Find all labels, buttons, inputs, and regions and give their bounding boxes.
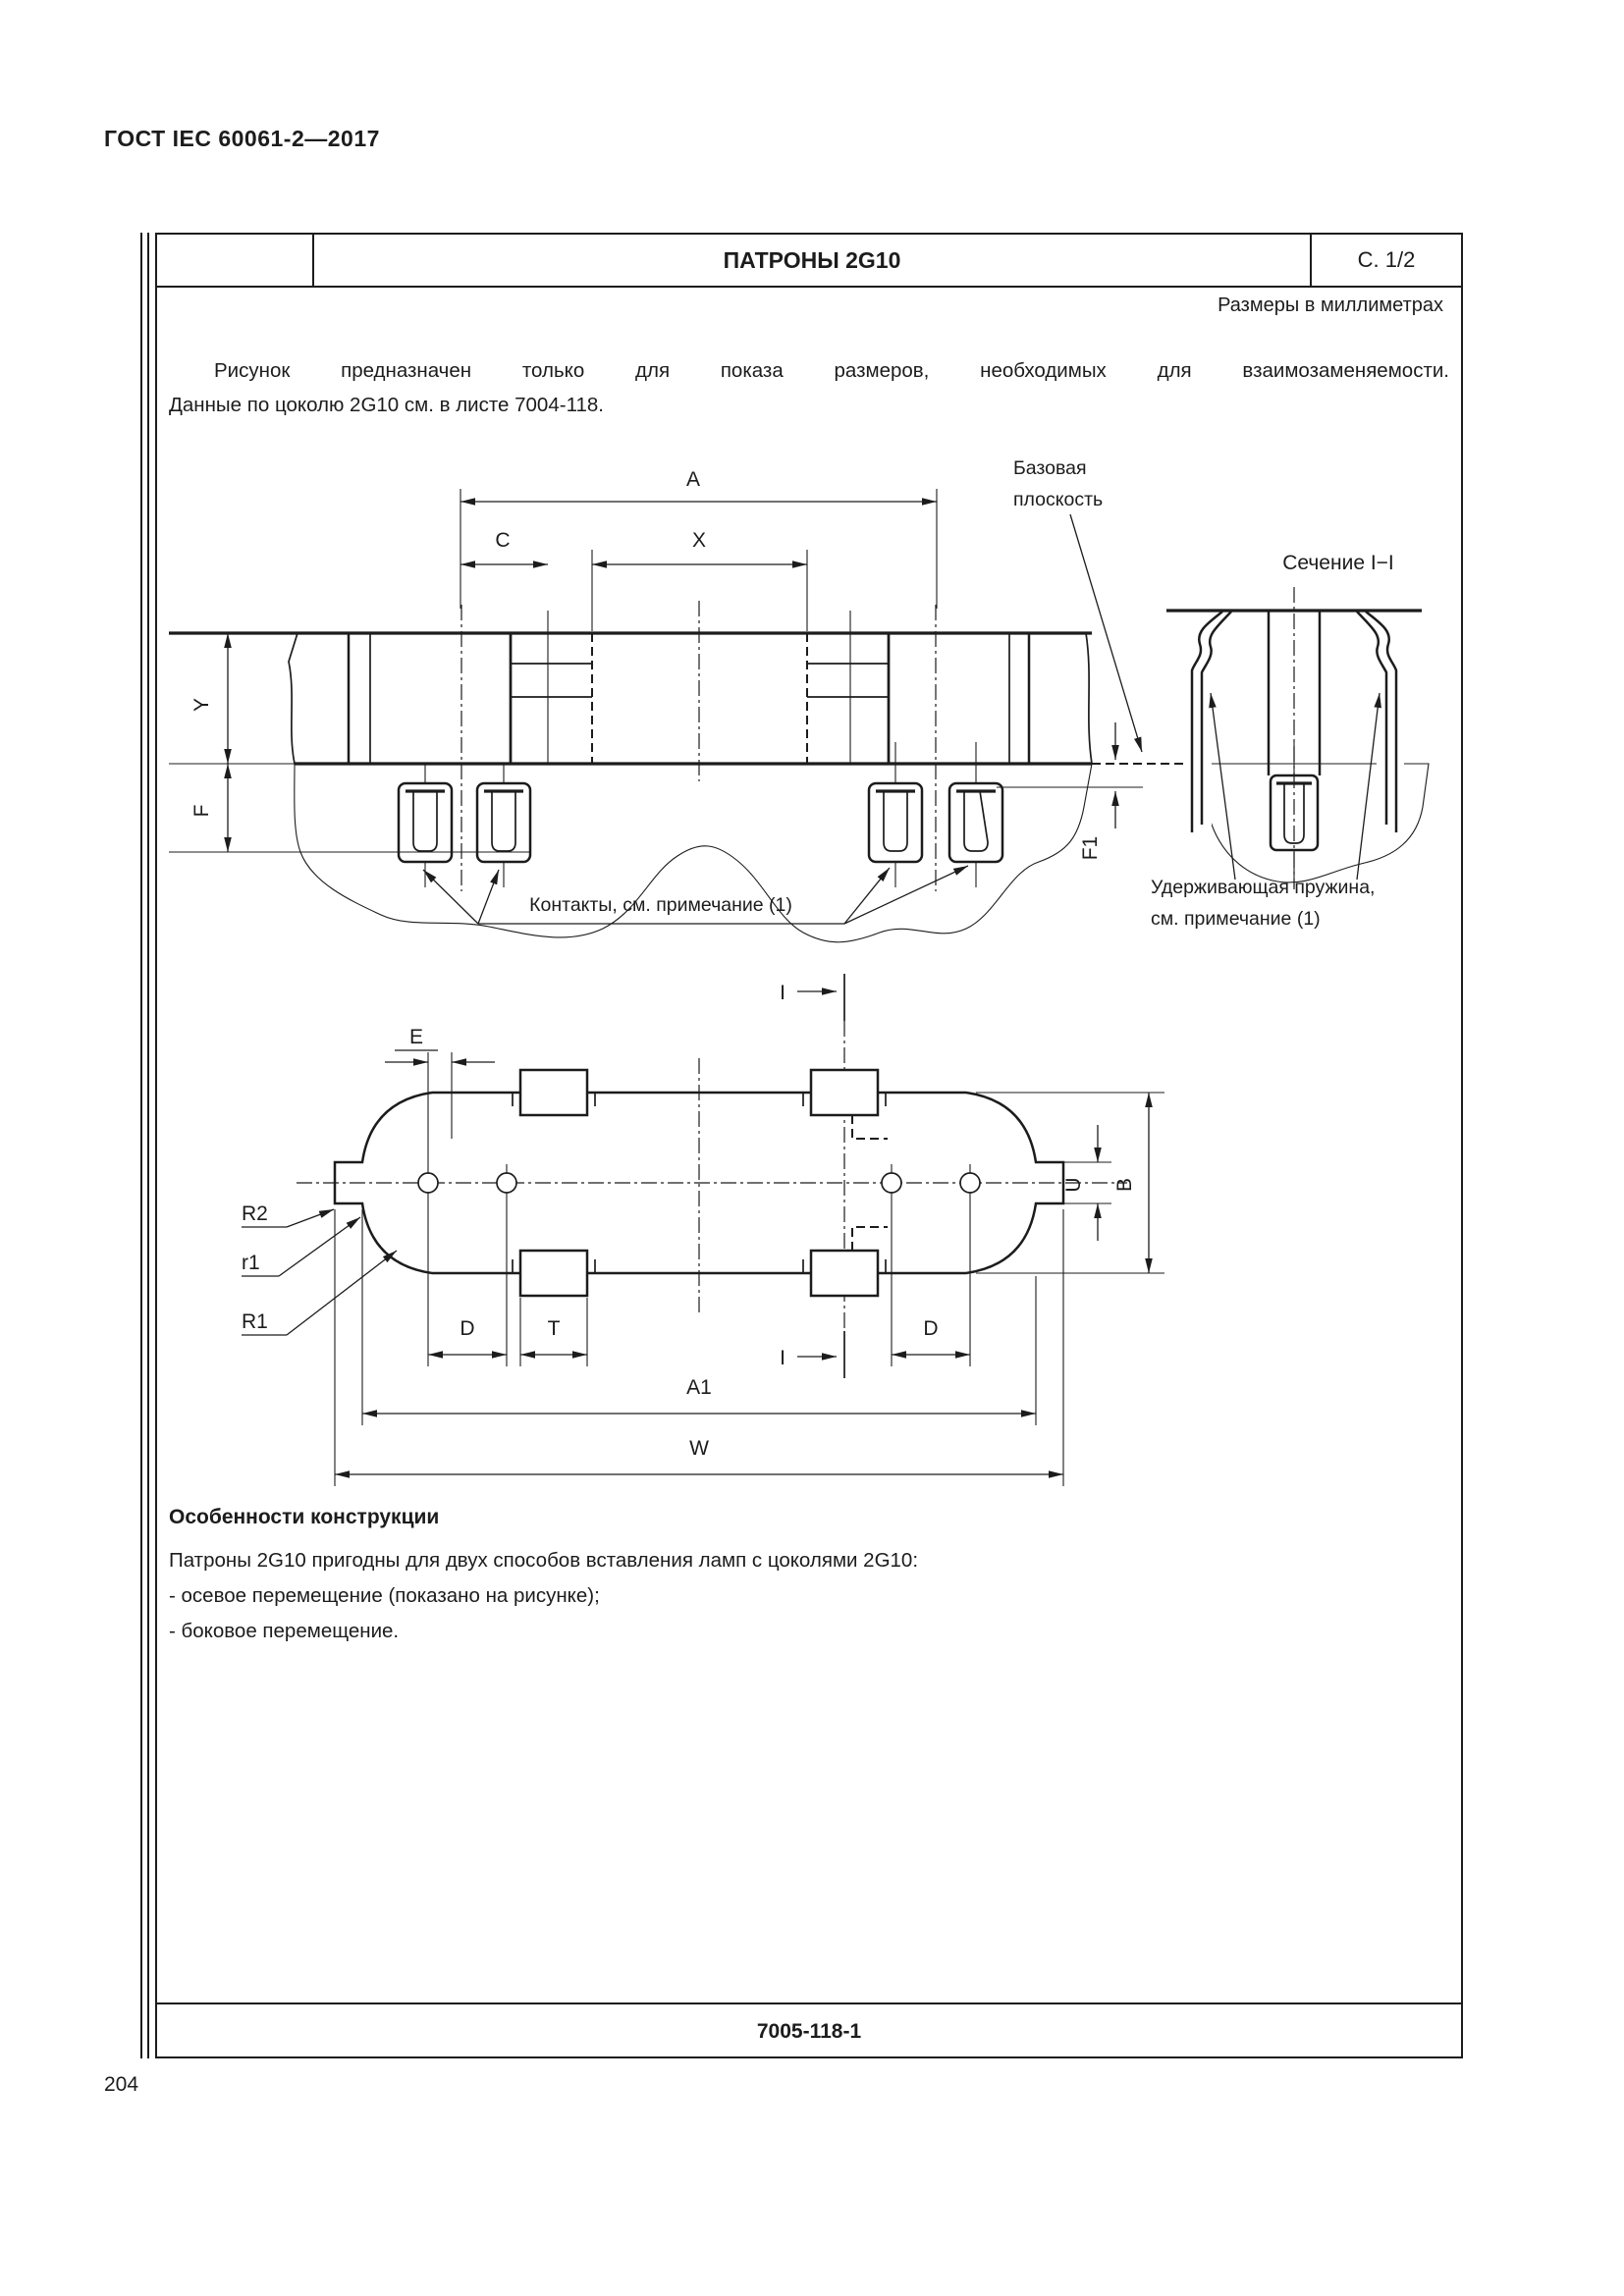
radius-callouts: R2 r1 R1	[242, 1202, 398, 1336]
dim-B: B	[976, 1092, 1164, 1274]
intro-line-1: Рисунок предназначен только для показа р…	[214, 359, 1449, 382]
dim-label-R1: R1	[242, 1310, 268, 1333]
dim-label-B: B	[1113, 1178, 1136, 1192]
dim-label-A: A	[686, 468, 700, 491]
dim-C: C	[460, 529, 548, 568]
dim-X: X	[591, 529, 808, 631]
dim-label-C: C	[495, 529, 510, 552]
dim-label-X: X	[692, 529, 706, 552]
dim-T: T	[519, 1298, 588, 1366]
dim-label-R2: R2	[242, 1202, 268, 1225]
spring-callout: Удерживающая пружина, см. примечание (1)	[1151, 692, 1381, 930]
dim-E: E	[385, 1026, 495, 1066]
contacts-note: Контакты, см. примечание (1)	[529, 894, 792, 916]
features-item-2: - боковое перемещение.	[169, 1620, 400, 1642]
dim-label-E: E	[409, 1026, 423, 1048]
section-marker-bottom: I	[780, 1347, 837, 1369]
sheet-title: ПАТРОНЫ 2G10	[723, 246, 901, 273]
right-wall-hatch	[1028, 632, 1093, 765]
dim-label-D-right: D	[923, 1317, 938, 1340]
dim-A: A	[460, 468, 938, 609]
dim-label-F1: F1	[1079, 836, 1102, 861]
spring-note-2: см. примечание (1)	[1151, 908, 1321, 930]
dim-label-A1: A1	[686, 1376, 712, 1399]
contact-slots	[397, 781, 1004, 864]
units-note: Размеры в миллиметрах	[1218, 294, 1443, 316]
spring-note-1: Удерживающая пружина,	[1151, 877, 1375, 898]
holder-block-left	[347, 631, 513, 766]
left-wall-hatch	[288, 632, 350, 765]
dim-F: F	[169, 764, 530, 853]
features-line-1: Патроны 2G10 пригодны для двух способов …	[169, 1549, 919, 1572]
binding-rule-inner	[147, 233, 149, 2058]
plan-view: I I E U B	[242, 974, 1164, 1486]
intro-line-2: Данные по цоколю 2G10 см. в листе 7004-1…	[169, 394, 604, 416]
page-number: 204	[104, 2073, 139, 2096]
features-block: Особенности конструкции Патроны 2G10 при…	[169, 1500, 1426, 1649]
section-marker-top: I	[780, 982, 837, 1004]
sheet-page-ref: С. 1/2	[1310, 235, 1461, 286]
holder-lugs	[512, 1068, 887, 1298]
dim-label-F: F	[190, 805, 213, 818]
base-plane-label-1: Базовая	[1013, 457, 1087, 479]
header-empty-cell	[157, 235, 314, 286]
base-plane-callout: Базовая плоскость	[1013, 457, 1143, 753]
dim-label-W: W	[689, 1437, 709, 1460]
dim-F1: F1	[997, 722, 1143, 860]
dim-W: W	[334, 1209, 1064, 1486]
dim-label-D-left: D	[460, 1317, 474, 1340]
section-title: Сечение I−I	[1282, 552, 1394, 574]
standard-number: ГОСТ IEC 60061-2—2017	[104, 126, 380, 151]
holder-block-right	[887, 631, 1031, 766]
dim-D-left: D	[428, 1317, 507, 1359]
dim-label-U: U	[1062, 1177, 1085, 1192]
dim-label-Y: Y	[190, 698, 213, 712]
sheet-doc-number: 7005-118-1	[756, 2019, 862, 2043]
features-heading: Особенности конструкции	[169, 1506, 440, 1528]
dim-label-r1: r1	[242, 1252, 260, 1274]
technical-drawing: A C X Y F F1	[169, 457, 1430, 1486]
dim-A1: A1	[361, 1209, 1037, 1425]
intro-paragraph: Рисунок предназначен только для показа р…	[169, 353, 1449, 422]
dim-label-T: T	[548, 1317, 561, 1340]
section-letter-top: I	[780, 982, 785, 1004]
section-letter-bottom: I	[780, 1347, 785, 1369]
binding-rule-outer	[140, 233, 142, 2058]
mounting-holes	[417, 1172, 981, 1194]
dim-D-right: D	[892, 1317, 970, 1359]
sheet-header-row: ПАТРОНЫ 2G10 С. 1/2	[155, 233, 1463, 288]
retaining-springs	[1190, 611, 1398, 832]
base-plane-label-2: плоскость	[1013, 489, 1103, 510]
lower-hatch-region	[294, 763, 1093, 943]
sheet-footer: 7005-118-1	[155, 2002, 1463, 2058]
section-ii-view: Сечение I−I Удерживающая пружина, см. пр…	[1151, 552, 1430, 930]
dim-U: U	[1038, 1125, 1111, 1241]
contacts-callout: Контакты, см. примечание (1)	[422, 865, 969, 925]
dim-Y: Y	[190, 633, 232, 764]
features-item-1: - осевое перемещение (показано на рисунк…	[169, 1584, 600, 1607]
main-section-view: A C X Y F F1	[169, 457, 1200, 943]
